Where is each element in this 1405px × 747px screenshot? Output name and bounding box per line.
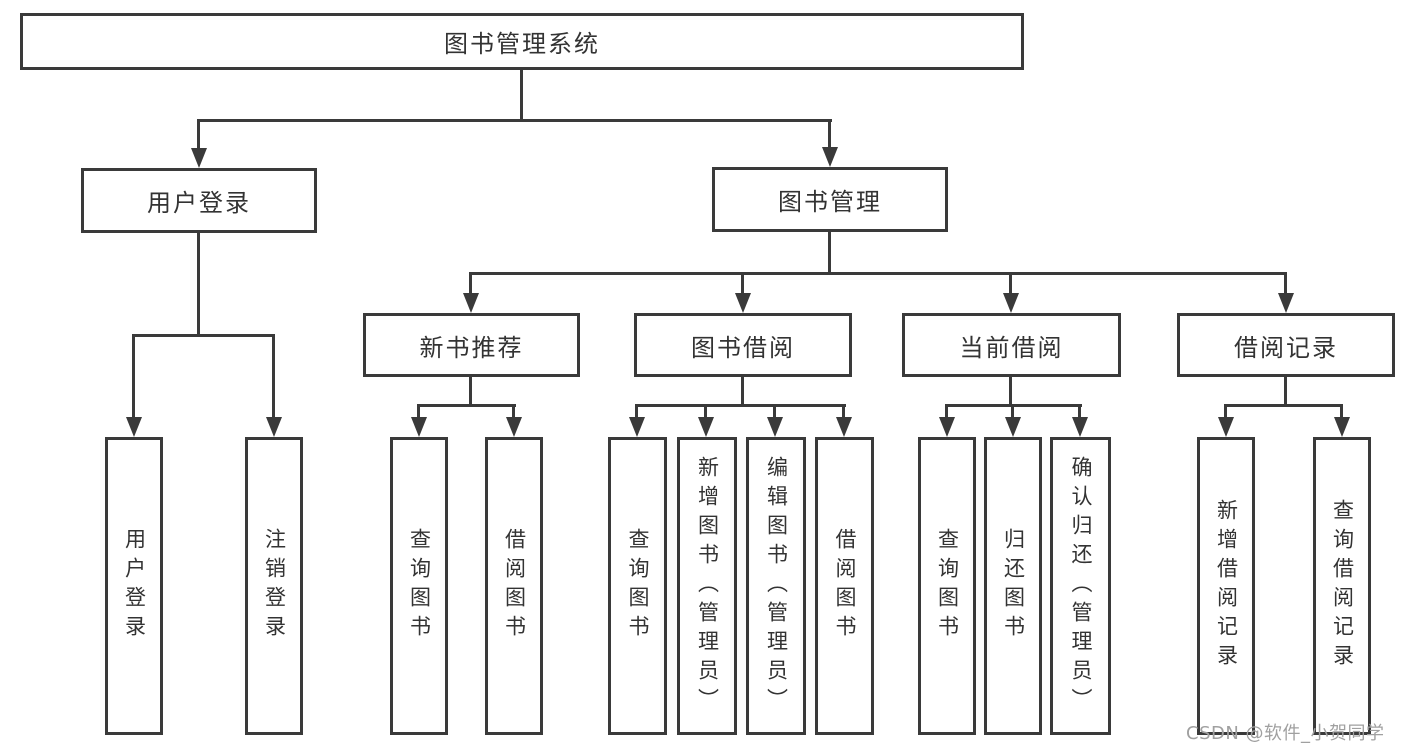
connector-line <box>417 404 420 420</box>
connector-line <box>704 404 707 420</box>
connector-line <box>828 119 831 149</box>
connector-line <box>1224 404 1342 407</box>
connector-line <box>842 404 845 420</box>
node-library-system: 图书管理系统 <box>20 13 1024 70</box>
node-borrow-books-leaf: 借阅图书 <box>815 437 874 735</box>
node-borrow-books-recommend: 借阅图书 <box>485 437 543 735</box>
node-label: 借阅图书 <box>502 528 527 644</box>
arrow-down-icon <box>939 417 955 437</box>
arrow-down-icon <box>822 147 838 167</box>
node-label: 归还图书 <box>1001 528 1026 644</box>
node-user-login: 用户登录 <box>81 168 317 233</box>
csdn-watermark: CSDN @软件_小贺同学 <box>1186 723 1385 744</box>
node-label: 编辑图书（管理员） <box>764 455 789 717</box>
connector-line <box>741 377 744 407</box>
connector-line <box>469 272 472 295</box>
connector-line <box>197 119 832 122</box>
connector-line <box>1078 404 1081 420</box>
node-label: 查询图书 <box>626 528 650 644</box>
node-logout-leaf: 注销登录 <box>245 437 303 735</box>
node-label: 图书管理系统 <box>444 30 600 58</box>
arrow-down-icon <box>767 417 783 437</box>
arrow-down-icon <box>463 293 479 313</box>
connector-line <box>635 404 638 420</box>
node-label: 新增图书（管理员） <box>695 455 720 717</box>
arrow-down-icon <box>629 417 645 437</box>
node-label: 注销登录 <box>262 528 287 644</box>
node-confirm-return-admin: 确认归还（管理员） <box>1050 437 1111 735</box>
arrow-down-icon <box>1072 417 1088 437</box>
node-label: 借阅图书 <box>833 528 857 644</box>
connector-line <box>741 272 744 295</box>
connector-line <box>635 404 846 407</box>
connector-line <box>520 68 523 122</box>
node-query-borrow-record: 查询借阅记录 <box>1313 437 1371 735</box>
arrow-down-icon <box>191 148 207 168</box>
connector-line <box>1009 272 1012 295</box>
node-label: 确认归还（管理员） <box>1069 455 1093 717</box>
arrow-down-icon <box>698 417 714 437</box>
connector-line <box>417 404 516 407</box>
arrow-down-icon <box>1003 293 1019 313</box>
connector-line <box>197 233 200 337</box>
arrow-down-icon <box>411 417 427 437</box>
node-label: 新增借阅记录 <box>1214 499 1239 673</box>
node-label: 图书借阅 <box>691 333 795 362</box>
connector-line <box>132 334 135 420</box>
node-new-book-recommend: 新书推荐 <box>363 313 580 377</box>
connector-line <box>1224 404 1227 420</box>
node-book-borrowing: 图书借阅 <box>634 313 852 377</box>
connector-line <box>1284 272 1287 295</box>
node-query-books-recommend: 查询图书 <box>390 437 448 735</box>
node-label: 查询图书 <box>407 528 432 644</box>
node-label: 新书推荐 <box>419 333 524 362</box>
node-add-book-admin: 新增图书（管理员） <box>677 437 737 735</box>
node-label: 用户登录 <box>122 528 147 644</box>
node-book-management: 图书管理 <box>712 167 948 232</box>
connector-line <box>197 119 200 150</box>
arrow-down-icon <box>126 417 142 437</box>
arrow-down-icon <box>1334 417 1350 437</box>
arrow-down-icon <box>836 417 852 437</box>
node-label: 用户登录 <box>147 189 251 217</box>
connector-line <box>512 404 515 420</box>
connector-line <box>469 272 1287 275</box>
connector-line <box>1011 404 1014 420</box>
node-user-login-leaf: 用户登录 <box>105 437 163 735</box>
connector-line <box>828 232 831 275</box>
node-return-books: 归还图书 <box>984 437 1042 735</box>
node-query-books-borrowing: 查询图书 <box>608 437 667 735</box>
connector-line <box>272 334 275 420</box>
node-current-borrowing: 当前借阅 <box>902 313 1121 377</box>
node-add-borrow-record: 新增借阅记录 <box>1197 437 1255 735</box>
node-label: 查询借阅记录 <box>1330 499 1355 673</box>
node-borrowing-records: 借阅记录 <box>1177 313 1395 377</box>
connector-line <box>945 404 948 420</box>
connector-line <box>1284 377 1287 407</box>
node-label: 图书管理 <box>778 188 882 216</box>
connector-line <box>1009 377 1012 407</box>
connector-line <box>132 334 275 337</box>
arrow-down-icon <box>1278 293 1294 313</box>
connector-line <box>469 377 472 407</box>
arrow-down-icon <box>1005 417 1021 437</box>
arrow-down-icon <box>1218 417 1234 437</box>
arrow-down-icon <box>266 417 282 437</box>
node-label: 借阅记录 <box>1234 333 1338 362</box>
connector-line <box>773 404 776 420</box>
node-label: 当前借阅 <box>959 333 1064 362</box>
arrow-down-icon <box>735 293 751 313</box>
node-query-books-current: 查询图书 <box>918 437 976 735</box>
node-edit-book-admin: 编辑图书（管理员） <box>746 437 806 735</box>
node-label: 查询图书 <box>935 528 960 644</box>
connector-line <box>1340 404 1343 420</box>
arrow-down-icon <box>506 417 522 437</box>
